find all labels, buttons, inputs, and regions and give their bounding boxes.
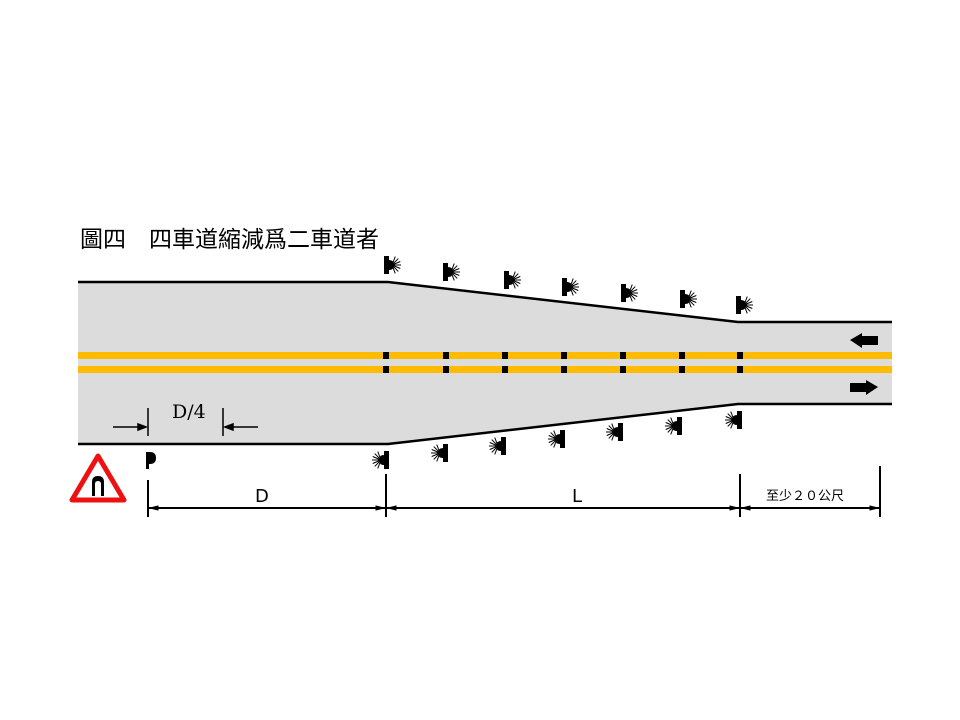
flashing-lamp-icon [548,430,565,448]
direction-arrow-right-icon [850,380,878,395]
centerline-marker [383,366,389,373]
advance-warning-sign-icon [69,453,127,503]
centerline-lower [78,366,892,373]
direction-arrow-left-icon [850,333,878,348]
centerline-marker [443,352,449,359]
centerline-marker [561,366,567,373]
road-edge-top [78,280,892,324]
centerline-marker [561,352,567,359]
centerline-marker [679,352,685,359]
flashing-lamp-icon [680,290,697,308]
d-length-label: D [255,486,269,507]
length-dimension-line [147,466,881,517]
flashing-lamp-icon [431,444,448,462]
l-length-label: L [572,486,582,507]
flashing-lamp-icon [621,284,638,302]
warning-lamps [372,256,753,469]
centerline-marker [443,366,449,373]
flashing-lamp-icon [562,278,579,296]
road-surface [78,282,892,444]
flashing-lamp-icon [606,423,623,441]
centerline-marker [620,366,626,373]
sign-post-marker-icon [146,452,156,469]
centerline-marker [737,366,743,373]
centerline-marker [737,352,743,359]
flashing-lamp-icon [384,256,401,274]
flashing-lamp-icon [736,296,753,314]
flashing-lamp-icon [489,437,506,455]
d-quarter-dimension [113,408,258,436]
flashing-lamp-icon [443,263,460,281]
centerline-marker [383,352,389,359]
centerline-marker [620,352,626,359]
flashing-lamp-icon [504,271,521,289]
centerline-markers [383,352,743,373]
d-quarter-label: D/4 [172,401,206,423]
min-length-label: 至少２０公尺 [766,489,844,504]
figure-title: 圖四 四車道縮減爲二車道者 [80,227,379,253]
flashing-lamp-icon [665,417,682,435]
flashing-lamp-icon [372,451,389,469]
flashing-lamp-icon [725,411,742,429]
centerline-marker [502,352,508,359]
centerline-marker [502,366,508,373]
road-edge-bottom [78,402,892,446]
centerline-upper [78,352,892,359]
centerline-marker [679,366,685,373]
